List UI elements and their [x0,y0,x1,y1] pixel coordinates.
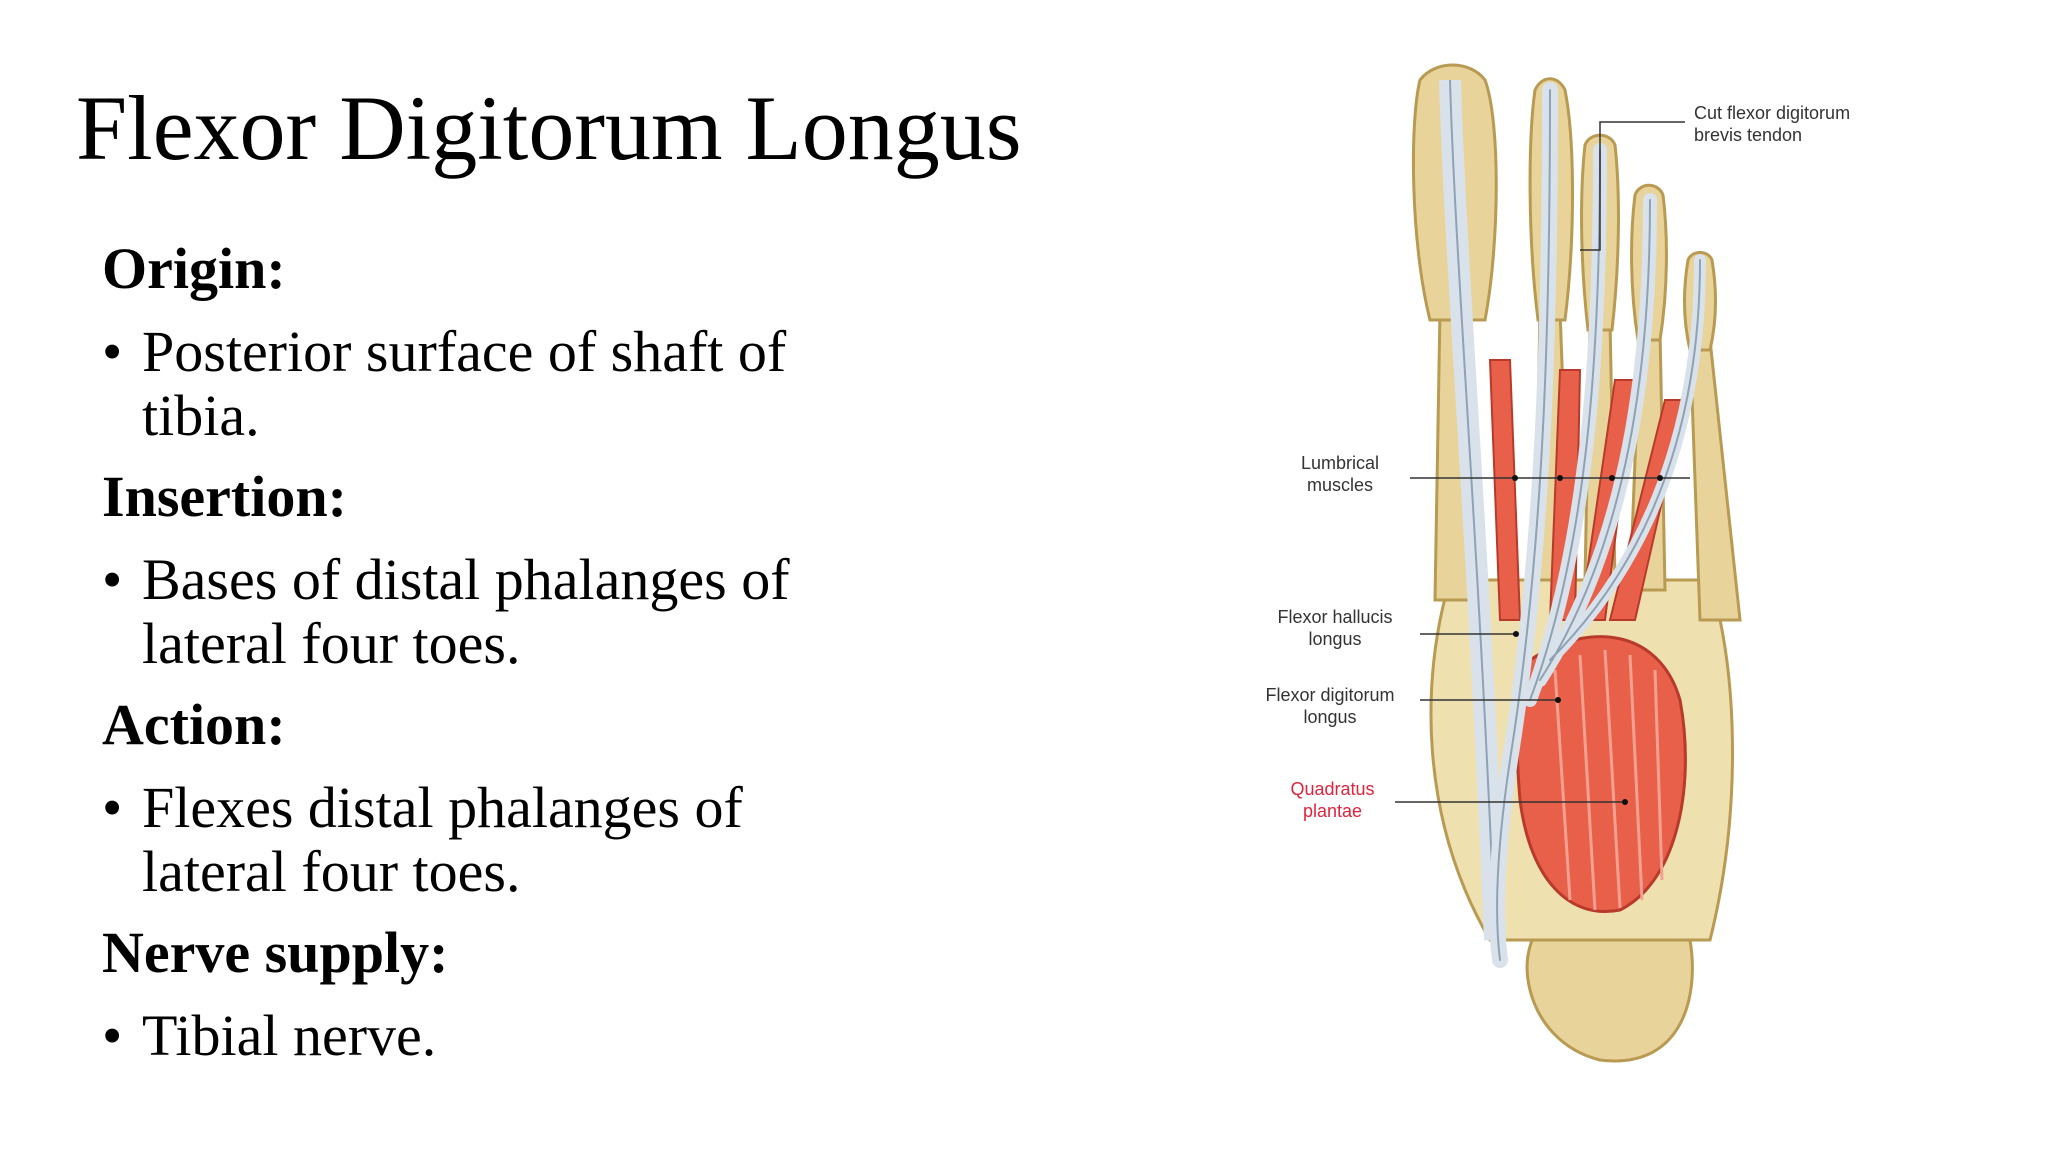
lumbrical-1 [1488,359,1522,621]
bullet-item: • Flexes distal phalanges of lateral fou… [102,776,862,904]
section-origin: Origin: • Posterior surface of shaft of … [102,234,862,448]
section-heading: Action: [102,692,286,757]
bullet-item: • Bases of distal phalanges of lateral f… [102,548,862,676]
section-insertion: Insertion: • Bases of distal phalanges o… [102,462,862,676]
section-nerve-supply: Nerve supply: • Tibial nerve. [102,918,862,1068]
bullet-dot: • [102,775,123,840]
metatarsal-5 [1688,338,1742,622]
section-action: Action: • Flexes distal phalanges of lat… [102,690,862,904]
quadratus-plantae-muscle [1515,635,1687,913]
slide-title: Flexor Digitorum Longus [76,77,1022,179]
bullet-text: Tibial nerve. [142,1003,437,1068]
label-flexor-hallucis-longus: Flexor hallucis longus [1277,607,1393,649]
foot-sole-drawing [1395,63,1742,1063]
leader-lines [1395,121,1690,803]
label-flexor-digitorum-longus: Flexor digitorum longus [1265,685,1395,727]
label-cut-fdb-tendon: Cut flexor digitorum brevis tendon [1694,103,1851,145]
bullet-item: • Posterior surface of shaft of tibia. [102,320,862,448]
bullet-text: Posterior surface of shaft of tibia. [142,319,787,448]
bullet-text: Bases of distal phalanges of lateral fou… [142,547,790,676]
bullet-dot: • [102,319,123,384]
section-heading: Nerve supply: [102,920,449,985]
bullet-item: • Tibial nerve. [102,1004,862,1068]
bullet-dot: • [102,1003,123,1068]
foot-anatomy-illustration: Cut flexor digitorum brevis tendon Lumbr… [1265,60,1890,1080]
bullet-text: Flexes distal phalanges of lateral four … [142,775,743,904]
label-lumbrical-muscles: Lumbrical muscles [1300,453,1380,495]
section-heading: Origin: [102,236,286,301]
bullet-dot: • [102,547,123,612]
section-heading: Insertion: [102,464,347,529]
slide-content: Origin: • Posterior surface of shaft of … [102,234,862,1082]
label-quadratus-plantae: Quadratus plantae [1290,779,1375,821]
